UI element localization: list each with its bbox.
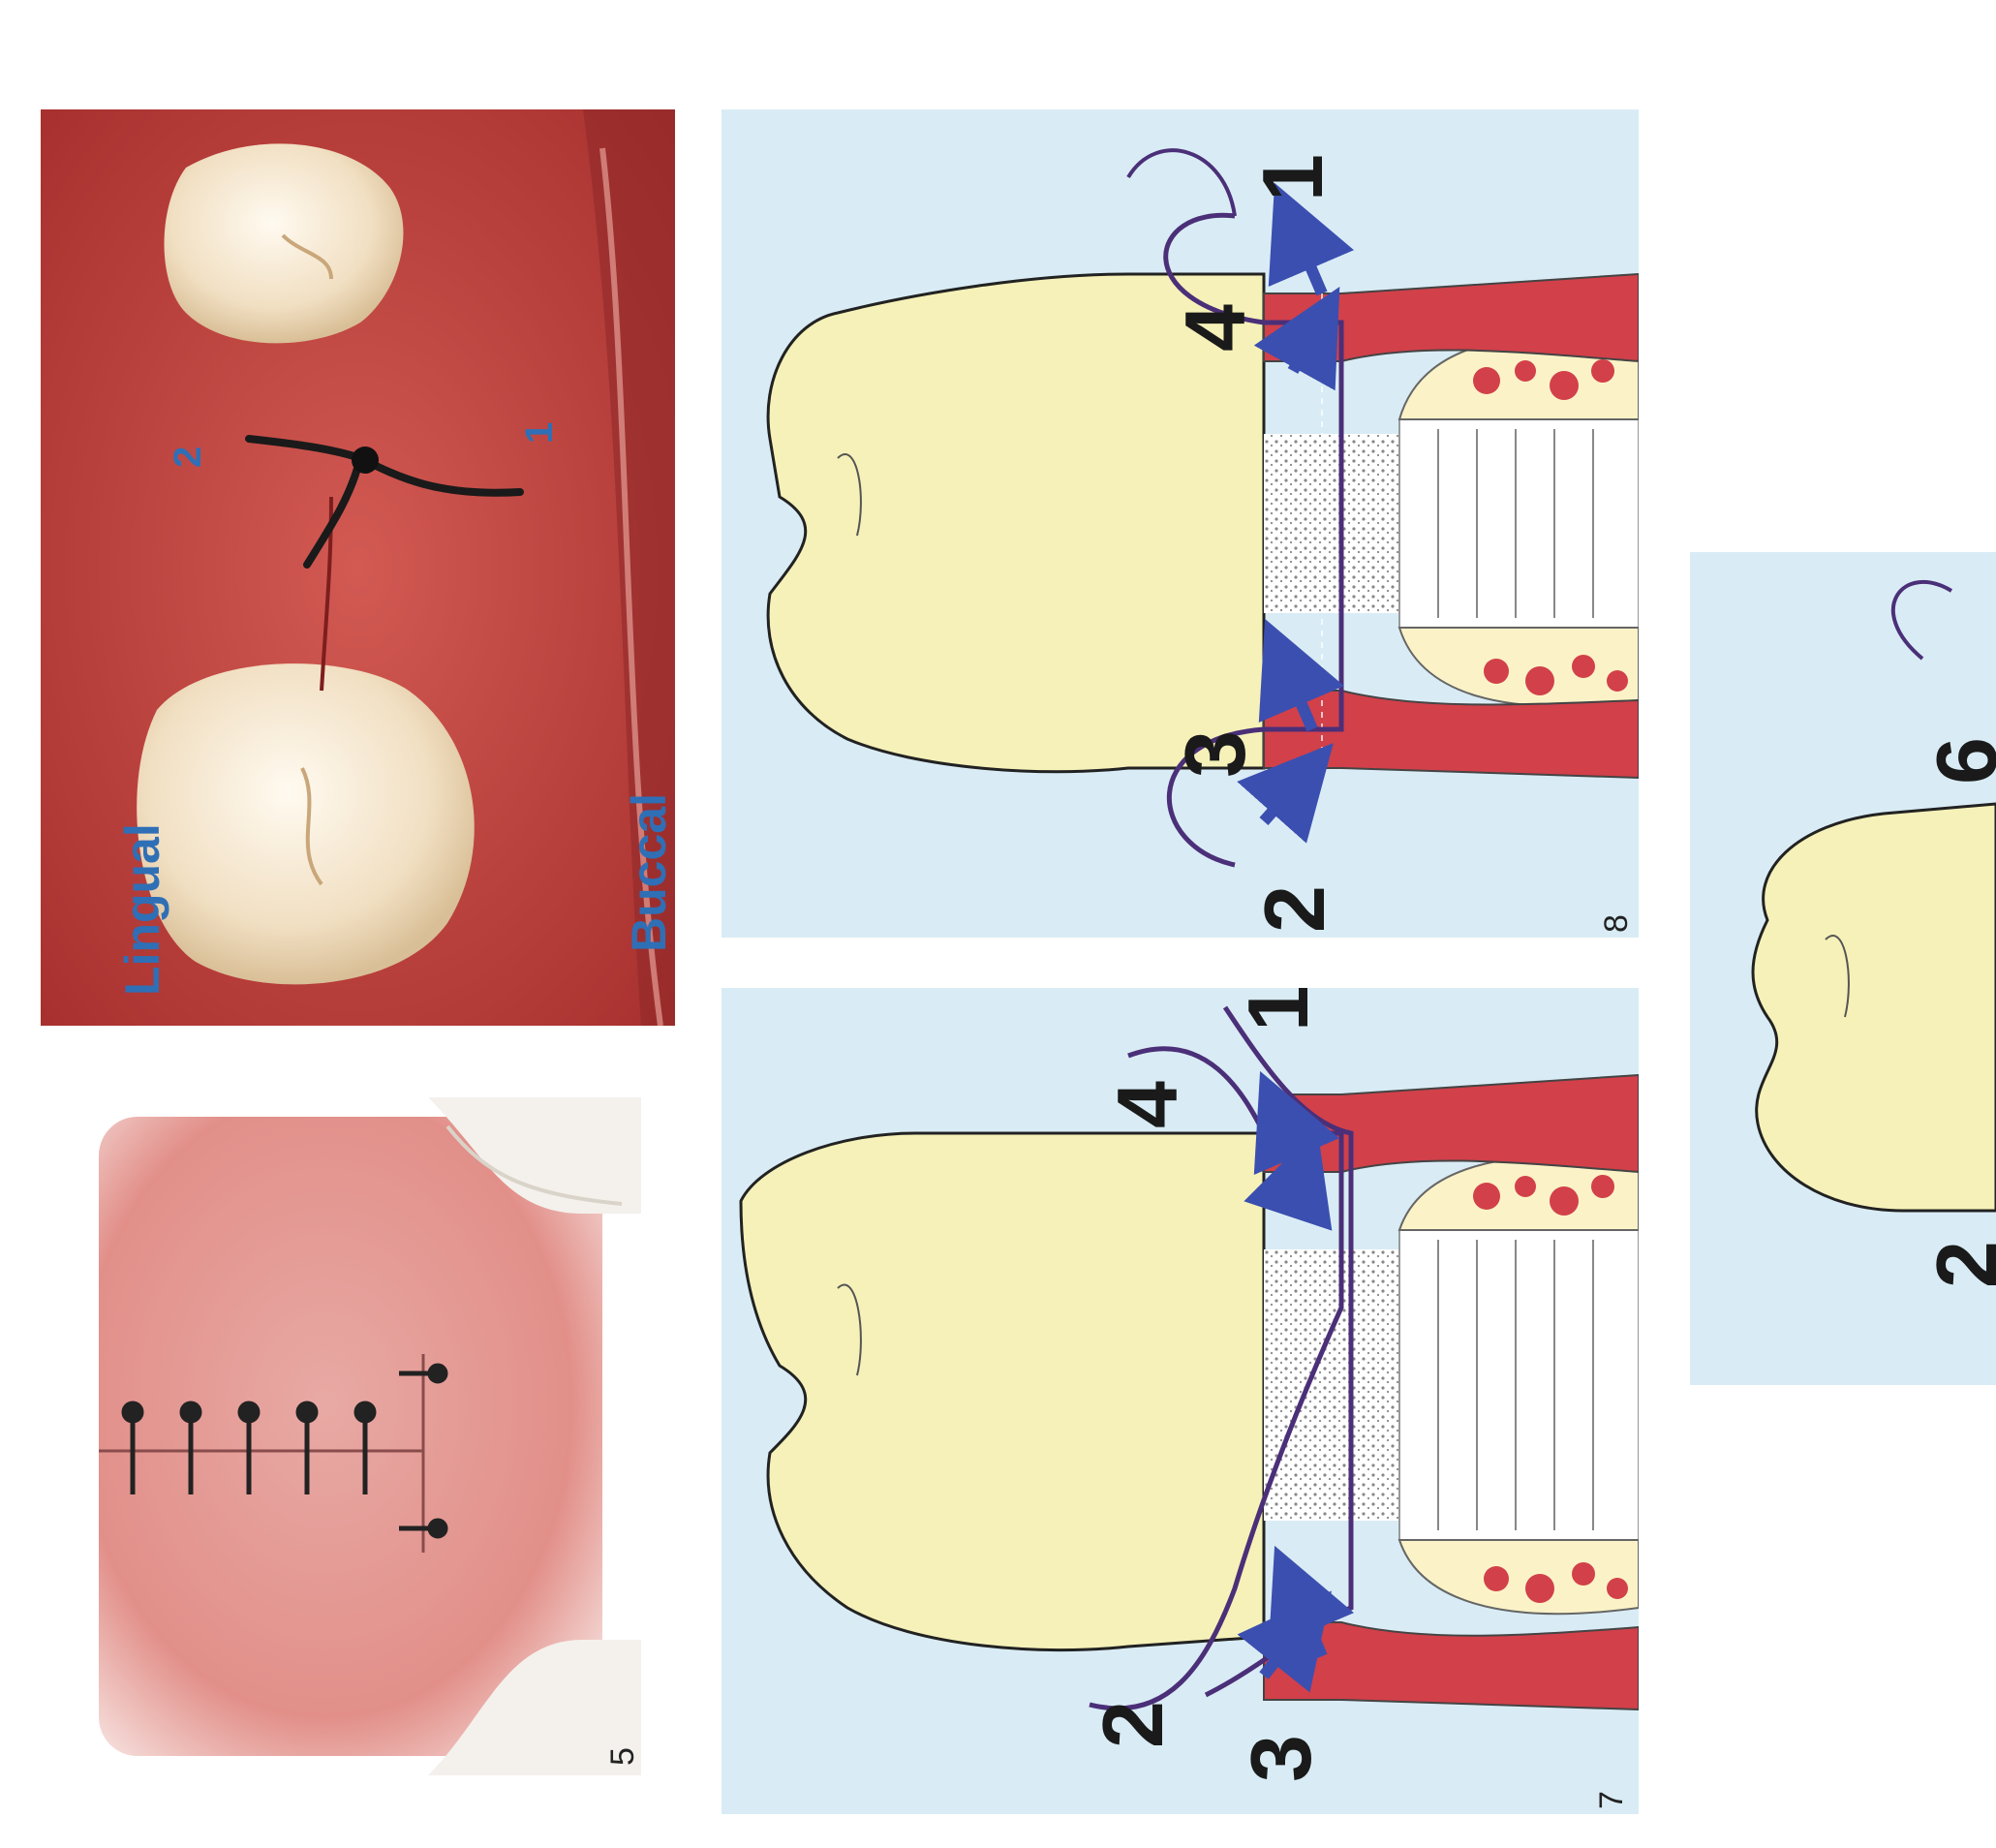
flap-lower (1263, 690, 1639, 780)
crown-detail (837, 1283, 862, 1376)
step-label-4-text: 4 (1099, 1081, 1195, 1128)
figure-number-6-text: 6 (673, 1001, 675, 1020)
step-label-2: 2 (1246, 885, 1342, 933)
step-label-6-text: 6 (1919, 737, 1996, 785)
step-label-4: 4 (1167, 304, 1263, 352)
flap-upper (1263, 272, 1639, 363)
figure-7-svg: 1 4 2 3 7 (722, 988, 1639, 1814)
tooth-shadow (445, 1124, 623, 1206)
step-label-2-text: 2 (1246, 885, 1342, 933)
figure-6-photo: 2 1 Lingual Buccal 6 (41, 109, 675, 1026)
figure-number-8: 8 (1598, 914, 1635, 933)
figure-7-diagram: 1 4 2 3 7 (722, 988, 1639, 1814)
label-lingual: Lingual (115, 823, 169, 996)
crown-detail (1825, 935, 1850, 1018)
label-buccal: Buccal (622, 793, 675, 952)
step-label-2-text: 2 (1085, 1701, 1181, 1748)
flap-upper (1263, 1073, 1639, 1174)
bone-marrow-spaces (1473, 1175, 1628, 1603)
suture-tail (303, 454, 364, 569)
figure-8-diagram: 1 4 3 2 8 (722, 109, 1639, 938)
figure-number-5-text: 5 (604, 1747, 641, 1766)
step-label-3-text: 3 (1167, 730, 1263, 778)
figure-number-7: 7 (1593, 1791, 1630, 1809)
step-label-3: 3 (1167, 730, 1263, 778)
flap-lower (1263, 1621, 1639, 1711)
abutment-texture (1264, 1249, 1409, 1521)
mucosal-highlight (599, 147, 663, 1026)
text-label-lingual: Lingual (115, 823, 169, 996)
text-label-1: 1 (518, 422, 561, 444)
tooth-fissure (281, 233, 333, 280)
figure-partial-diagram: 6 2 (1690, 552, 1996, 1385)
step-label-2-text: 2 (1919, 1241, 1996, 1288)
interrupted-sutures (121, 1363, 448, 1539)
figure-number-8-text: 8 (1598, 914, 1635, 933)
tooth-lower (428, 1640, 641, 1775)
suture-knot (352, 447, 379, 474)
step-label-4-text: 4 (1167, 304, 1263, 352)
tooth-upper (428, 1097, 641, 1214)
implant-threads (1437, 429, 1594, 618)
crown (766, 272, 1266, 774)
direction-arrows (1237, 182, 1355, 844)
tooth-fissure (300, 767, 323, 886)
bone-lower (1397, 1539, 1639, 1616)
bone-marrow-spaces (1473, 359, 1628, 695)
crown (739, 1131, 1266, 1652)
implant-body (1398, 1229, 1639, 1541)
step-label-2: 2 (1085, 1701, 1181, 1748)
figure-number-7-text: 7 (1593, 1791, 1630, 1809)
step-label-4: 4 (1099, 1081, 1195, 1128)
figure-number-5: 5 (604, 1747, 641, 1766)
step-label-1-text: 1 (1244, 154, 1340, 201)
tooth-distal (164, 143, 404, 344)
gingiva-model (99, 1117, 602, 1756)
crown-detail (837, 453, 862, 537)
figure-8-svg: 1 4 3 2 8 (722, 109, 1639, 938)
abutment-texture (1264, 434, 1409, 613)
step-label-1: 1 (1244, 154, 1340, 201)
direction-arrows (1237, 1070, 1355, 1693)
tooth-mesial (137, 663, 475, 985)
suture-path-a (1089, 1046, 1344, 1711)
step-label-6: 6 (1919, 737, 1996, 785)
text-label-buccal: Buccal (622, 793, 675, 952)
step-label-3-text: 3 (1233, 1735, 1329, 1782)
figure-number-6: 6 (673, 1001, 675, 1020)
point-label-1: 1 (518, 422, 561, 444)
step-label-3: 3 (1233, 1735, 1329, 1782)
step-label-1-text: 1 (1230, 988, 1326, 1032)
figure-6-svg: 2 1 Lingual Buccal 6 (41, 109, 675, 1026)
figure-5-svg: 5 (79, 1097, 641, 1775)
figure-partial-svg: 6 2 (1690, 552, 1996, 1385)
implant-body (1398, 418, 1639, 629)
figure-5-photo: 5 (79, 1097, 641, 1775)
step-label-1: 1 (1230, 988, 1326, 1032)
text-label-2: 2 (167, 447, 209, 468)
suture-needle-end (1126, 148, 1237, 217)
implant-threads (1437, 1240, 1594, 1530)
crown (1751, 802, 1996, 1213)
suture-needle-end (1891, 579, 1953, 661)
point-label-2: 2 (167, 447, 209, 468)
step-label-2: 2 (1919, 1241, 1996, 1288)
